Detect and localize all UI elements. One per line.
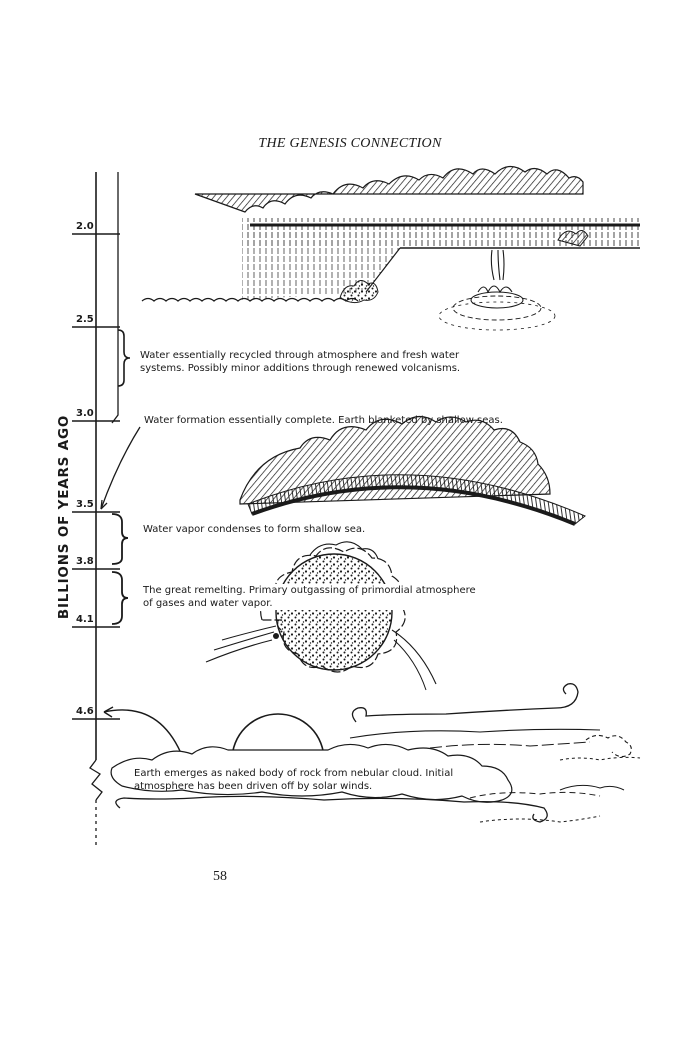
caption-formation: Water formation essentially complete. Ea… (144, 414, 503, 427)
caption-emerges-line1: Earth emerges as naked body of rock from… (134, 768, 454, 779)
caption-condenses: Water vapor condenses to form shallow se… (143, 523, 365, 536)
page-number: 58 (213, 869, 227, 884)
tick-label: 2.0 (76, 221, 94, 232)
caption-emerges-line2: atmosphere has been driven off by solar … (134, 781, 373, 792)
caption-condenses-line1: Water vapor condenses to form shallow se… (143, 524, 366, 535)
caption-remelting-line1: The great remelting. Primary outgassing … (143, 585, 476, 596)
caption-recycled: Water essentially recycled through atmos… (140, 349, 460, 375)
arrow-emerges (103, 709, 184, 759)
caption-remelting-line2: of gases and water vapor. (143, 598, 273, 609)
brace-condenses (111, 513, 129, 565)
axis-ticks (72, 233, 120, 720)
tick-label: 3.5 (76, 499, 94, 510)
remelting-earth-illustration (205, 541, 437, 691)
tick-label: 3.8 (76, 556, 94, 567)
brace-recycled (117, 329, 131, 387)
nebular-cloud-illustration (110, 683, 641, 823)
brace-remelting (111, 571, 129, 625)
timeline-axis (89, 172, 119, 846)
caption-recycled-line1: Water essentially recycled through atmos… (140, 350, 460, 361)
tick-label: 2.5 (76, 314, 94, 325)
shallow-sea-crust-illustration (239, 415, 586, 526)
arrow-formation (100, 426, 141, 510)
tick-label: 3.0 (76, 408, 94, 419)
caption-recycled-line2: systems. Possibly minor additions throug… (140, 363, 461, 374)
caption-formation-line1: Water formation essentially complete. Ea… (144, 415, 503, 426)
caption-remelting: The great remelting. Primary outgassing … (143, 584, 476, 610)
caption-emerges: Earth emerges as naked body of rock from… (134, 767, 453, 793)
tick-label: 4.6 (76, 706, 94, 717)
plateau-illustration (141, 165, 640, 331)
running-header: THE GENESIS CONNECTION (258, 136, 442, 151)
tick-label: 4.1 (76, 614, 94, 625)
